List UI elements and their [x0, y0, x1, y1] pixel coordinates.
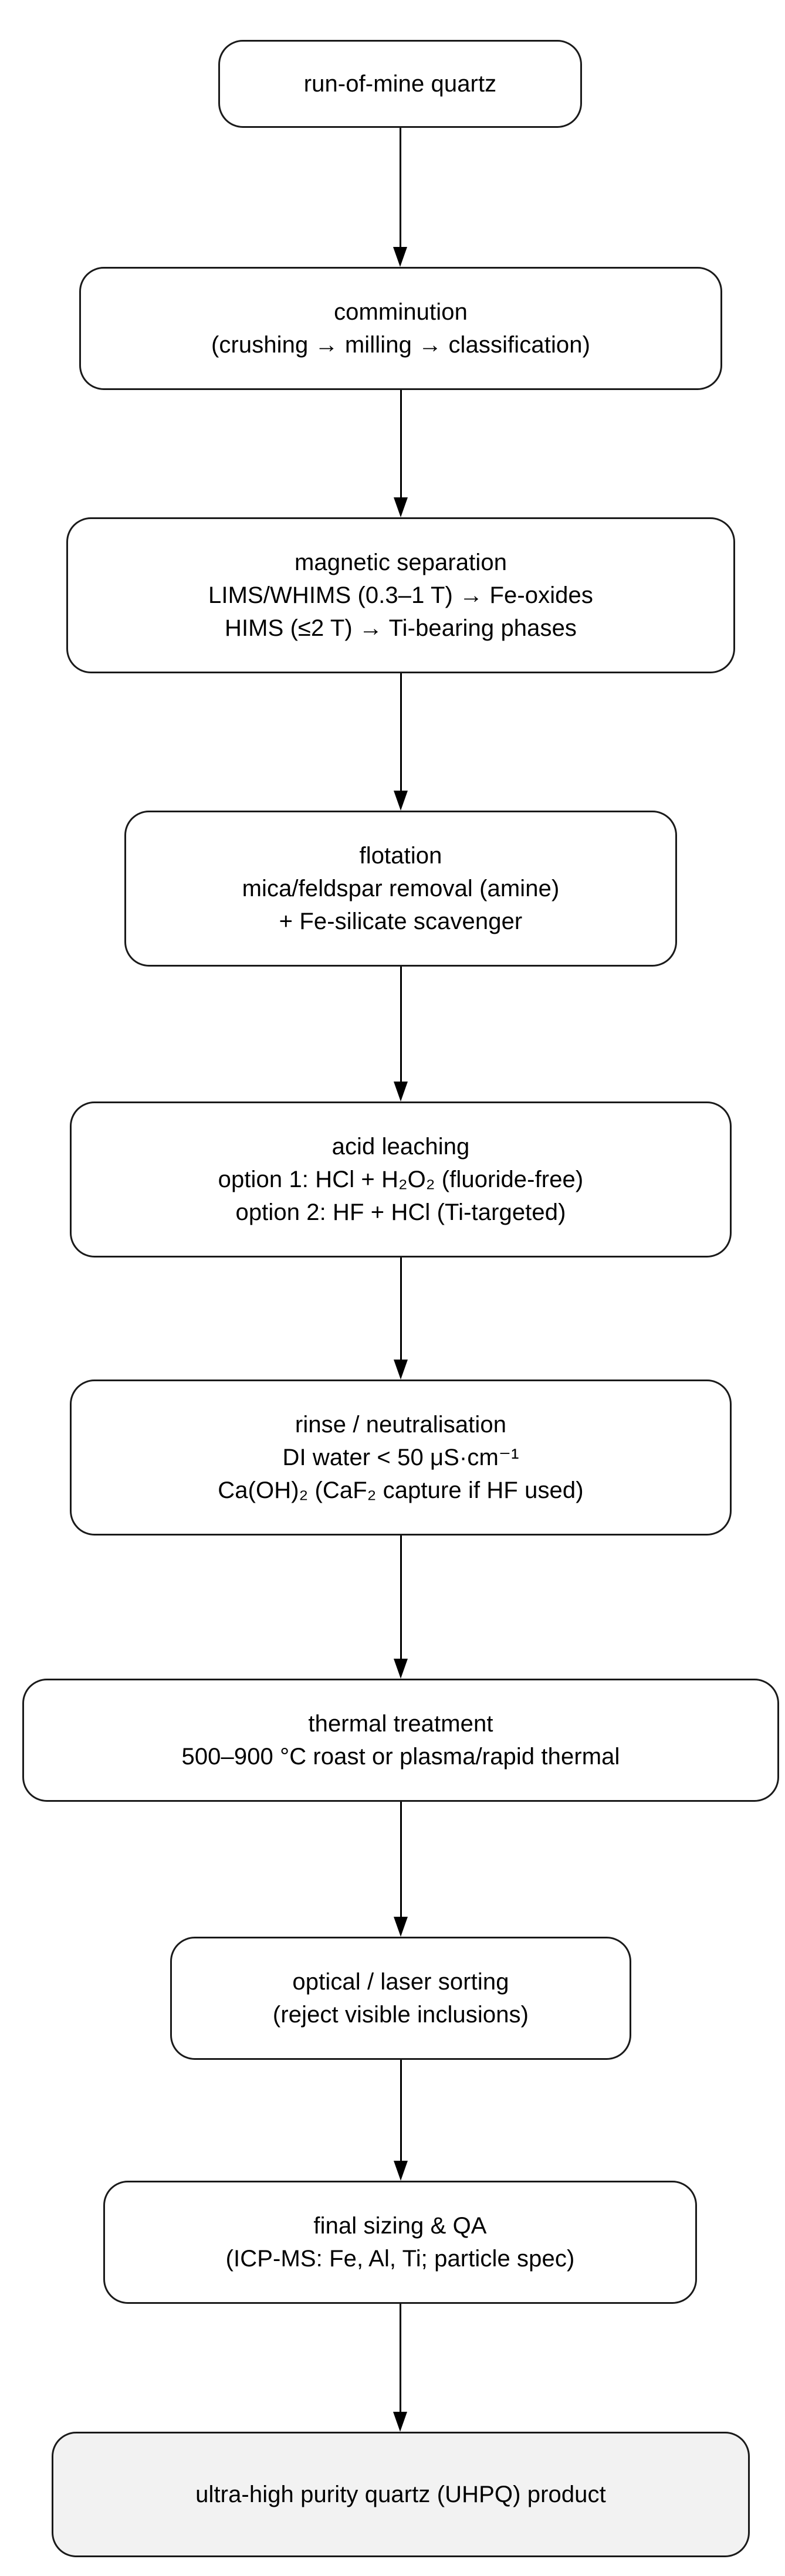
node-comminution[interactable]: comminution (crushing → milling → classif…: [79, 267, 722, 390]
node-label-line: comminution: [334, 299, 468, 325]
arrow-head-icon: [394, 1659, 408, 1679]
arrow-shaft: [400, 967, 402, 1083]
node-label-line: (ICP-MS: Fe, Al, Ti; particle spec): [225, 2246, 575, 2272]
arrow-head-icon: [394, 791, 408, 811]
arrow-shaft: [400, 1258, 402, 1361]
arrow-head-icon: [393, 2412, 407, 2432]
node-label-line: DI water < 50 μS·cm⁻¹: [282, 1445, 519, 1470]
node-label-line: option 2: HF + HCl (Ti-targeted): [235, 1199, 566, 1225]
node-label-line: thermal treatment: [308, 1711, 493, 1737]
node-label-line: run-of-mine quartz: [303, 71, 497, 97]
arrow-shaft: [399, 2304, 401, 2413]
arrow-shaft: [400, 673, 402, 792]
node-label-line: final sizing & QA: [313, 2213, 487, 2239]
arrow-head-icon: [394, 2161, 408, 2181]
node-label-line: (reject visible inclusions): [272, 2002, 529, 2028]
node-flotation[interactable]: flotation mica/feldspar removal (amine) + …: [124, 811, 677, 967]
node-label-line: Ca(OH)₂ (CaF₂ capture if HF used): [218, 1477, 584, 1503]
node-label-line: magnetic separation: [294, 550, 507, 575]
node-label-line: mica/feldspar removal (amine): [242, 876, 560, 901]
node-label-line: 500–900 °C roast or plasma/rapid thermal: [181, 1744, 620, 1770]
arrow-shaft: [399, 128, 401, 248]
node-label-line: ultra-high purity quartz (UHPQ) product: [195, 2482, 606, 2507]
arrow-shaft: [400, 1536, 402, 1660]
node-uhpq-product[interactable]: ultra-high purity quartz (UHPQ) product: [52, 2432, 750, 2557]
node-label-line: rinse / neutralisation: [295, 1412, 507, 1438]
node-label-line: LIMS/WHIMS (0.3–1 T) → Fe-oxides: [208, 582, 593, 608]
arrow-head-icon: [394, 497, 408, 517]
node-label-line: flotation: [359, 843, 442, 869]
node-optical-laser-sorting[interactable]: optical / laser sorting (reject visible i…: [170, 1937, 631, 2060]
node-run-of-mine-quartz[interactable]: run-of-mine quartz: [218, 40, 582, 128]
node-label-line: + Fe-silicate scavenger: [279, 909, 523, 934]
arrow-head-icon: [394, 1082, 408, 1101]
node-label-line: (crushing → milling → classification): [211, 332, 591, 358]
arrow-head-icon: [394, 1917, 408, 1937]
node-label-line: optical / laser sorting: [292, 1969, 509, 1995]
arrow-shaft: [400, 2060, 402, 2162]
node-label-line: option 1: HCl + H₂O₂ (fluoride-free): [218, 1167, 584, 1192]
arrow-shaft: [400, 1802, 402, 1918]
node-label-line: HIMS (≤2 T) → Ti-bearing phases: [224, 615, 577, 641]
arrow-shaft: [400, 390, 402, 499]
arrow-head-icon: [394, 1360, 408, 1379]
node-thermal-treatment[interactable]: thermal treatment 500–900 °C roast or pla…: [22, 1679, 779, 1802]
arrow-head-icon: [393, 247, 407, 267]
node-rinse-neutralisation[interactable]: rinse / neutralisation DI water < 50 μS·c…: [70, 1379, 732, 1536]
node-final-sizing-qa[interactable]: final sizing & QA (ICP-MS: Fe, Al, Ti; pa…: [103, 2181, 697, 2304]
node-acid-leaching[interactable]: acid leaching option 1: HCl + H₂O₂ (fluor…: [70, 1101, 732, 1258]
node-label-line: acid leaching: [331, 1134, 470, 1160]
